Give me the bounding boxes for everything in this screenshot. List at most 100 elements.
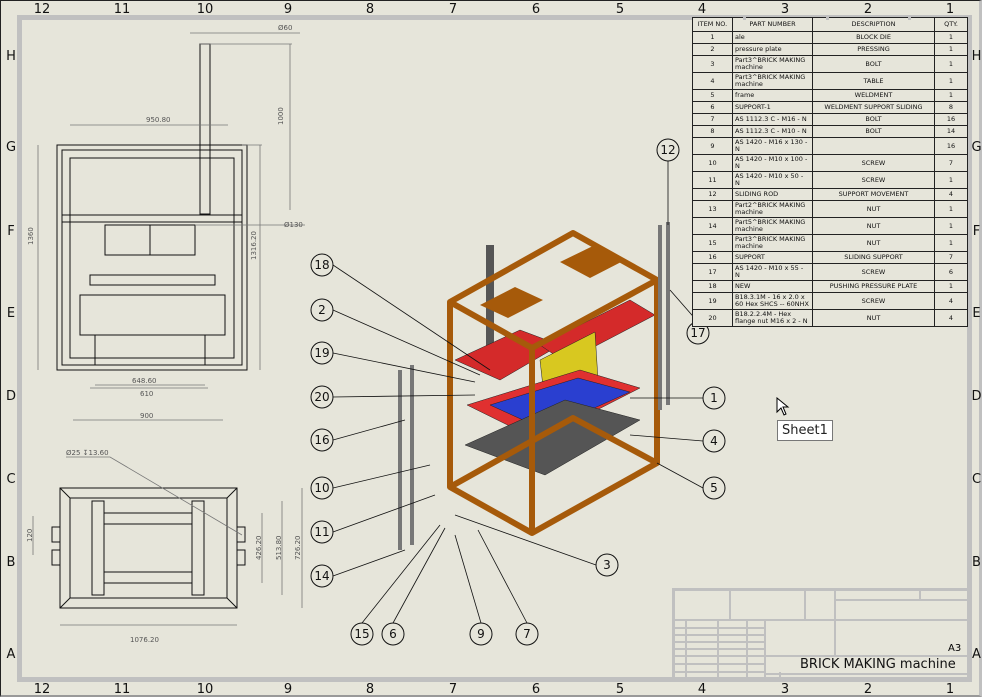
bom-cell-part: Part3^BRICK MAKING machine bbox=[732, 55, 813, 73]
balloon-circle bbox=[515, 622, 539, 646]
zone-column-label: 9 bbox=[283, 682, 293, 697]
dim-label: 900 bbox=[140, 412, 153, 420]
zone-column-label: 5 bbox=[615, 2, 625, 17]
bom-cell-part: AS 1112.3 C - M10 - N bbox=[732, 125, 813, 138]
dim-label: 726.20 bbox=[294, 536, 302, 561]
zone-column-label: 4 bbox=[697, 682, 707, 697]
bom-cell-item: 4 bbox=[692, 72, 733, 90]
bom-cell-item: 17 bbox=[692, 263, 733, 281]
bom-cell-desc: SCREW bbox=[812, 292, 935, 310]
bom-cell-part: SUPPORT bbox=[732, 251, 813, 264]
balloon-label: 17 bbox=[690, 326, 705, 340]
bom-cell-item: 6 bbox=[692, 101, 733, 114]
bom-cell-item: 8 bbox=[692, 125, 733, 138]
bom-cell-part: ale bbox=[732, 31, 813, 44]
bom-cell-part: B18.2.2.4M - Hex flange nut M16 x 2 - N bbox=[732, 309, 813, 327]
drawing-title: BRICK MAKING machine bbox=[800, 657, 956, 672]
dim-label: 120 bbox=[26, 529, 34, 542]
balloon-label: 15 bbox=[354, 627, 369, 641]
balloon-circle bbox=[310, 253, 334, 277]
zone-row-label: F bbox=[7, 224, 15, 239]
bom-cell-part: Part5^BRICK MAKING machine bbox=[732, 217, 813, 235]
balloon-circle bbox=[310, 298, 334, 322]
zone-column-label: 2 bbox=[863, 2, 873, 17]
balloon-circle bbox=[702, 429, 726, 453]
bom-cell-item: 5 bbox=[692, 89, 733, 102]
zone-column-label: 12 bbox=[33, 682, 51, 697]
dim-label: 648.60 bbox=[132, 377, 157, 385]
zone-column-label: 5 bbox=[615, 682, 625, 697]
balloon-circle bbox=[350, 622, 374, 646]
balloon-label: 4 bbox=[710, 434, 718, 448]
zone-column-label: 6 bbox=[531, 2, 541, 17]
zone-row-label: F bbox=[972, 224, 981, 239]
zone-row-label: C bbox=[971, 472, 982, 487]
bom-cell-part: frame bbox=[732, 89, 813, 102]
bom-cell-desc: SCREW bbox=[812, 154, 935, 172]
balloon-circle bbox=[310, 520, 334, 544]
zone-column-label: 11 bbox=[113, 2, 131, 17]
bom-cell-item: 13 bbox=[692, 200, 733, 218]
zone-column-label: 7 bbox=[448, 682, 458, 697]
dim-label: 513.80 bbox=[275, 536, 283, 561]
zone-column-label: 7 bbox=[448, 2, 458, 17]
bom-cell-qty: 6 bbox=[934, 263, 968, 281]
bom-cell-item: 12 bbox=[692, 188, 733, 201]
bom-cell-item: 14 bbox=[692, 217, 733, 235]
bom-cell-item: 19 bbox=[692, 292, 733, 310]
zone-column-label: 11 bbox=[113, 682, 131, 697]
zone-column-label: 10 bbox=[196, 2, 214, 17]
zone-row-label: A bbox=[6, 647, 16, 662]
mouse-cursor-icon bbox=[776, 397, 790, 416]
bom-cell-part: AS 1420 - M10 x 55 - N bbox=[732, 263, 813, 281]
bom-cell-part: SLIDING ROD bbox=[732, 188, 813, 201]
bom-cell-part: AS 1420 - M16 x 130 - N bbox=[732, 137, 813, 155]
dim-label: Ø130 bbox=[284, 221, 303, 229]
dim-label: 1076.20 bbox=[130, 636, 159, 644]
balloon-label: 10 bbox=[314, 481, 329, 495]
zone-column-label: 1 bbox=[945, 2, 955, 17]
bom-cell-qty: 8 bbox=[934, 101, 968, 114]
bom-cell-qty: 4 bbox=[934, 309, 968, 327]
bom-cell-item: 10 bbox=[692, 154, 733, 172]
bom-cell-desc: NUT bbox=[812, 309, 935, 327]
dim-label: 610 bbox=[140, 390, 153, 398]
title-block bbox=[672, 588, 970, 682]
bom-cell-qty: 1 bbox=[934, 55, 968, 73]
dim-label: 1000 bbox=[277, 107, 285, 125]
top-view-dimensions bbox=[32, 456, 303, 626]
dim-label: Ø60 bbox=[278, 24, 292, 32]
zone-row-label: A bbox=[972, 647, 981, 662]
balloon-circle bbox=[310, 476, 334, 500]
zone-column-label: 8 bbox=[365, 2, 375, 17]
bom-cell-desc: SUPPORT MOVEMENT bbox=[812, 188, 935, 201]
balloon-label: 19 bbox=[314, 346, 329, 360]
bom-cell-desc: BOLT bbox=[812, 55, 935, 73]
dim-label: 950.80 bbox=[146, 116, 171, 124]
bom-cell-desc: WELDMENT bbox=[812, 89, 935, 102]
sheet-size: A3 bbox=[948, 643, 962, 654]
bom-cell-desc bbox=[812, 137, 935, 155]
bom-cell-item: 18 bbox=[692, 280, 733, 293]
bom-cell-desc: BOLT bbox=[812, 113, 935, 126]
balloon-label: 9 bbox=[477, 627, 485, 641]
bom-cell-qty: 1 bbox=[934, 43, 968, 56]
bom-header-desc: DESCRIPTION bbox=[812, 17, 935, 32]
bom-cell-desc: PRESSING bbox=[812, 43, 935, 56]
zone-row-label: B bbox=[6, 555, 16, 570]
bom-cell-item: 16 bbox=[692, 251, 733, 264]
zone-column-label: 2 bbox=[863, 682, 873, 697]
